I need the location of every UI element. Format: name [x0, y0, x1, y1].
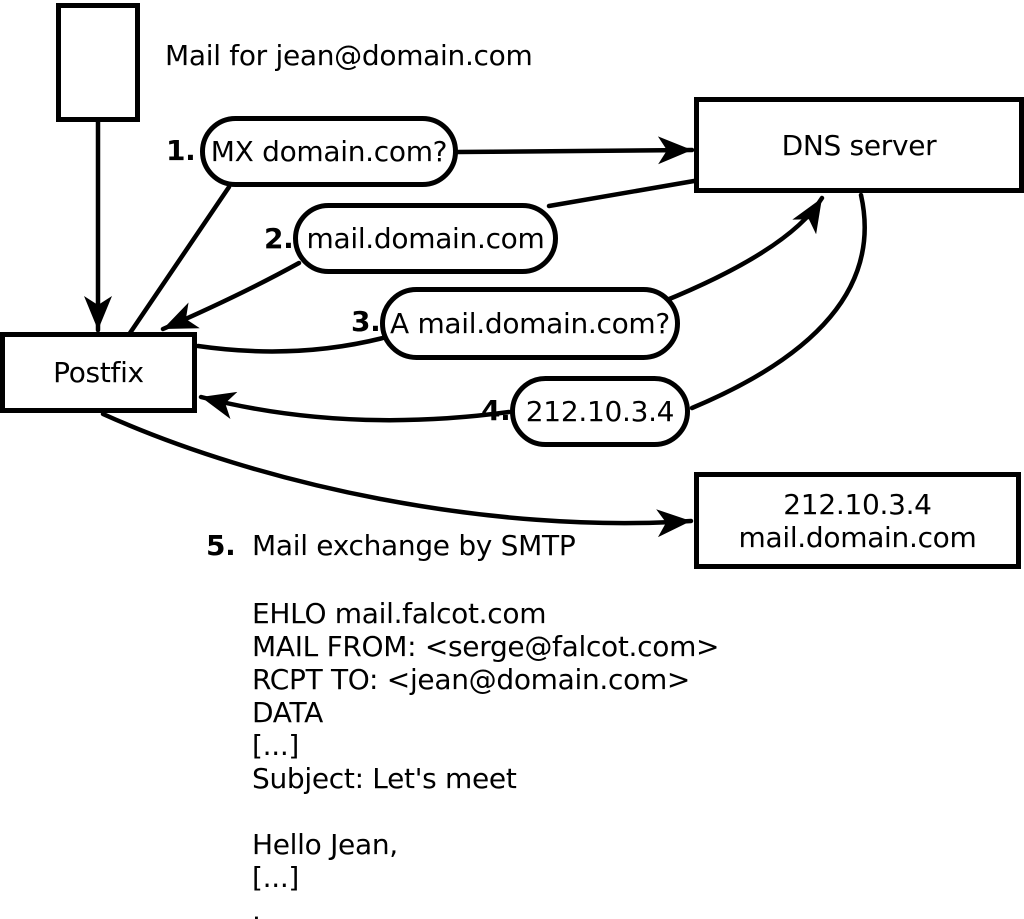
- edge-postfix-to-query3: [195, 335, 386, 354]
- step-5-label: Mail exchange by SMTP: [252, 529, 576, 562]
- mail-message-box: [56, 3, 140, 122]
- mail-server-hostname: mail.domain.com: [738, 520, 977, 554]
- mail-server-box: 212.10.3.4 mail.domain.com: [694, 472, 1021, 569]
- edge-reply4-to-postfix: [198, 391, 512, 423]
- step-1-label: MX domain.com?: [210, 135, 448, 168]
- step-4-label: 212.10.3.4: [525, 395, 675, 428]
- step-5-number: 5.: [206, 529, 236, 562]
- edge-query3-to-dns: [659, 195, 825, 305]
- edge-dns-to-reply4: [689, 192, 867, 411]
- edge-dns-to-reply2: [546, 178, 697, 209]
- dns-server-label: DNS server: [781, 128, 937, 162]
- smtp-line: [...]: [252, 861, 300, 894]
- step-2-bubble: mail.domain.com: [293, 203, 558, 274]
- edge-postfix-to-query1: [127, 184, 232, 336]
- step-4-bubble: 212.10.3.4: [510, 376, 690, 447]
- smtp-line: RCPT TO: <jean@domain.com>: [252, 663, 691, 696]
- smtp-line: EHLO mail.falcot.com: [252, 597, 547, 630]
- step-1-bubble: MX domain.com?: [200, 116, 458, 187]
- step-4-number: 4.: [481, 394, 511, 427]
- smtp-line: Hello Jean,: [252, 828, 398, 861]
- postfix-label: Postfix: [53, 356, 144, 389]
- mail-server-ip: 212.10.3.4: [783, 487, 932, 521]
- step-3-bubble: A mail.domain.com?: [380, 287, 680, 360]
- step-2-number: 2.: [264, 222, 294, 255]
- dns-server-box: DNS server: [694, 97, 1024, 193]
- smtp-session-block: EHLO mail.falcot.com MAIL FROM: <serge@f…: [252, 597, 720, 919]
- smtp-line: [...]: [252, 729, 300, 762]
- step-1-number: 1.: [166, 134, 196, 167]
- smtp-line: Subject: Let's meet: [252, 762, 517, 795]
- smtp-line: .: [252, 894, 261, 919]
- postfix-box: Postfix: [0, 332, 197, 413]
- smtp-line: DATA: [252, 696, 323, 729]
- step-2-label: mail.domain.com: [306, 222, 545, 255]
- step-3-label: A mail.domain.com?: [390, 307, 670, 340]
- edge-query1-to-dns: [455, 136, 695, 165]
- edge-reply2-to-postfix: [160, 260, 302, 332]
- smtp-line: MAIL FROM: <serge@falcot.com>: [252, 630, 720, 663]
- step-3-number: 3.: [351, 305, 381, 338]
- diagram-title: Mail for jean@domain.com: [165, 39, 533, 72]
- smtp-line: [252, 795, 719, 828]
- edge-postfix-to-mailserver: [100, 411, 694, 538]
